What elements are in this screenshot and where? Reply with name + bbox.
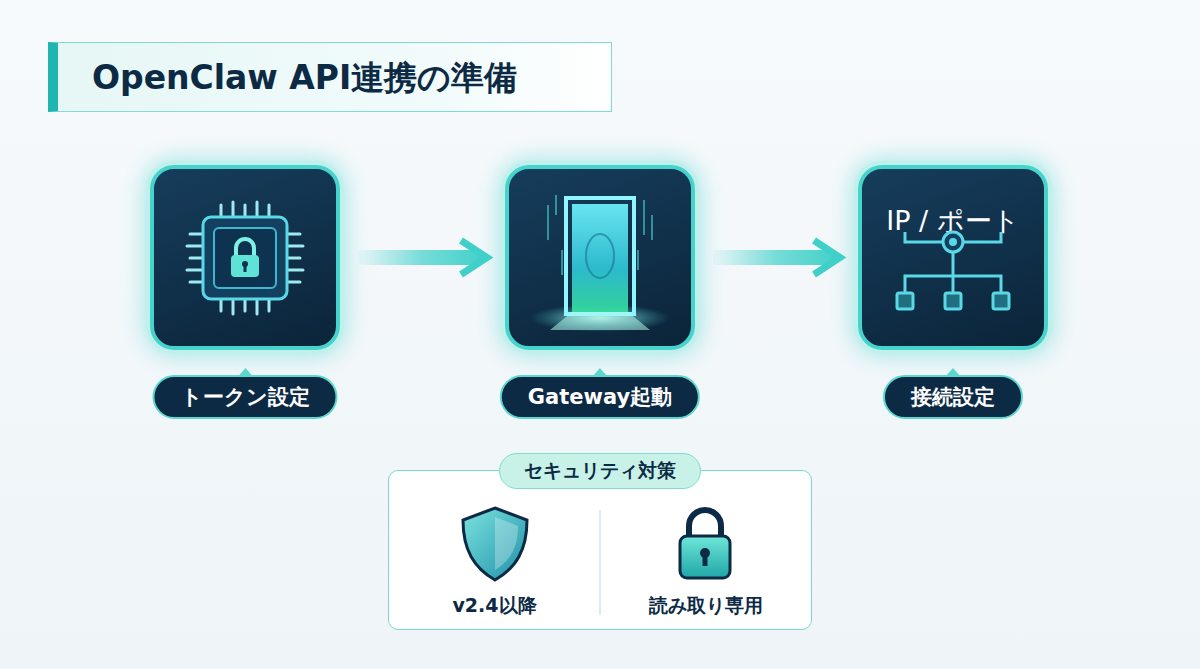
step-tile: Gateway起動	[505, 165, 695, 350]
lock-icon	[680, 510, 730, 578]
arrow-head	[814, 241, 840, 275]
panel-item: v2.4以降	[389, 593, 600, 619]
flow-arrow	[358, 241, 487, 275]
title-text: OpenClaw API連携の準備	[92, 56, 517, 101]
panel-heading: セキュリティ対策	[499, 453, 701, 489]
step-label: トークン設定	[153, 375, 338, 419]
tile-text: IP / ポート	[862, 203, 1044, 239]
step-label: 接続設定	[883, 375, 1023, 419]
gateway-door-icon	[530, 195, 670, 332]
panel-item: 読み取り専用	[600, 593, 811, 619]
title-banner: OpenClaw API連携の準備	[48, 42, 612, 112]
arrow-shaft	[713, 250, 834, 265]
step-label: Gateway起動	[500, 375, 700, 419]
arrow-head	[461, 241, 487, 275]
divider-line	[599, 510, 601, 615]
arrow-shaft	[358, 250, 481, 265]
step-tile: IP / ポート接続設定	[858, 165, 1048, 350]
security-panel: セキュリティ対策v2.4以降読み取り専用	[388, 470, 812, 630]
flow-arrow	[713, 241, 840, 275]
chip-icon	[187, 202, 303, 314]
step-tile: トークン設定	[150, 165, 340, 350]
network-tree-icon	[897, 232, 1009, 309]
shield-icon	[463, 508, 527, 580]
